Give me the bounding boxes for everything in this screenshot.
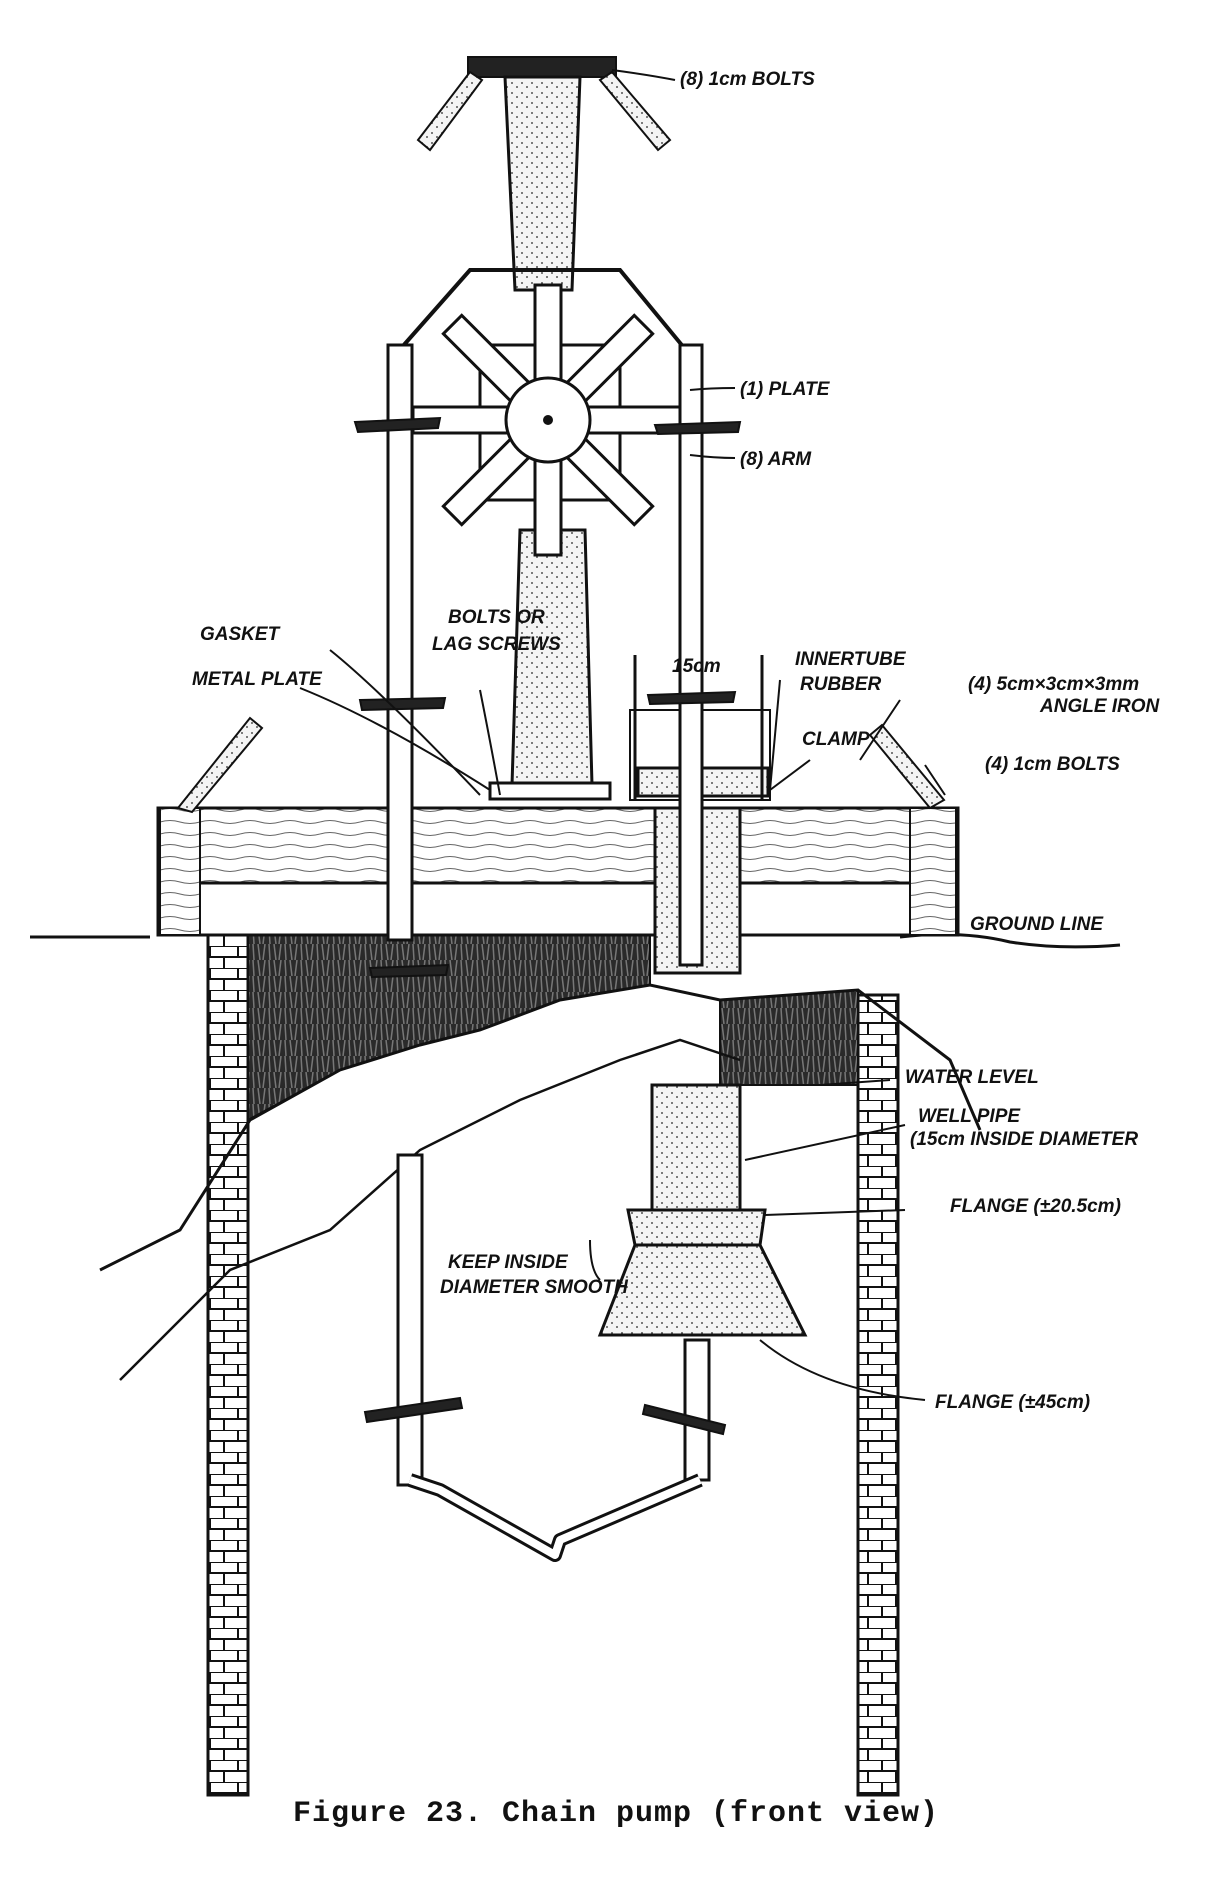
chain-right-upper xyxy=(678,343,704,967)
flange-large xyxy=(597,1243,808,1337)
label-clamp: CLAMP xyxy=(802,729,870,750)
label-well-pipe-2: (15cm INSIDE DIAMETER xyxy=(910,1129,1138,1150)
post-right xyxy=(909,807,957,936)
angle-iron-left xyxy=(176,716,264,814)
label-arm: (8) ARM xyxy=(740,449,812,470)
label-gasket: GASKET xyxy=(200,624,281,645)
label-width-15cm: 15cm xyxy=(672,656,721,677)
handle-left xyxy=(416,70,484,152)
metal-plate xyxy=(488,781,612,801)
platform-beam xyxy=(156,881,960,937)
center-column xyxy=(510,528,594,787)
soil-band-lower xyxy=(719,988,859,1086)
cutaway-line xyxy=(99,983,982,1272)
label-water-level: WATER LEVEL xyxy=(905,1067,1039,1088)
label-angle-iron-1: (4) 5cm×3cm×3mm xyxy=(968,674,1139,695)
handle-right xyxy=(598,70,672,152)
chain-right-lower xyxy=(683,1338,711,1482)
platform-top-board xyxy=(156,806,960,885)
cutaway-line-2 xyxy=(119,1038,741,1381)
label-flange-small: FLANGE (±20.5cm) xyxy=(950,1196,1121,1217)
label-rubber: RUBBER xyxy=(800,674,882,695)
chain-left-lower xyxy=(396,1153,424,1487)
angle-iron-right xyxy=(868,723,946,810)
label-ground-line: GROUND LINE xyxy=(970,914,1104,935)
top-bar xyxy=(467,56,617,78)
label-bolts-top: (8) 1cm BOLTS xyxy=(680,69,815,90)
label-flange-large: FLANGE (±45cm) xyxy=(935,1392,1090,1413)
leader-lines xyxy=(299,69,946,1401)
label-well-pipe-1: WELL PIPE xyxy=(918,1106,1021,1127)
label-keep-inside-1: KEEP INSIDE xyxy=(448,1252,569,1273)
brick-wall-left xyxy=(206,933,250,1797)
chain-discs xyxy=(353,416,742,1436)
label-bolts-4: (4) 1cm BOLTS xyxy=(985,754,1120,775)
label-lag-screws: LAG SCREWS xyxy=(432,634,561,655)
label-angle-iron-2: ANGLE IRON xyxy=(1039,696,1161,717)
chain-left-upper xyxy=(386,343,414,942)
label-metal-plate: METAL PLATE xyxy=(192,669,323,690)
label-bolts-or: BOLTS OR xyxy=(448,607,545,628)
flange-small xyxy=(626,1208,767,1247)
post-left xyxy=(159,807,201,936)
label-plate: (1) PLATE xyxy=(740,379,831,400)
label-keep-inside-2: DIAMETER SMOOTH xyxy=(440,1277,629,1298)
figure-caption: Figure 23. Chain pump (front view) xyxy=(292,1797,940,1831)
wheel-frame xyxy=(393,268,692,357)
well-pipe-lower xyxy=(650,1083,742,1217)
label-innertube: INNERTUBE xyxy=(795,649,907,670)
soil-band xyxy=(247,934,651,1122)
top-shaft xyxy=(503,75,582,292)
